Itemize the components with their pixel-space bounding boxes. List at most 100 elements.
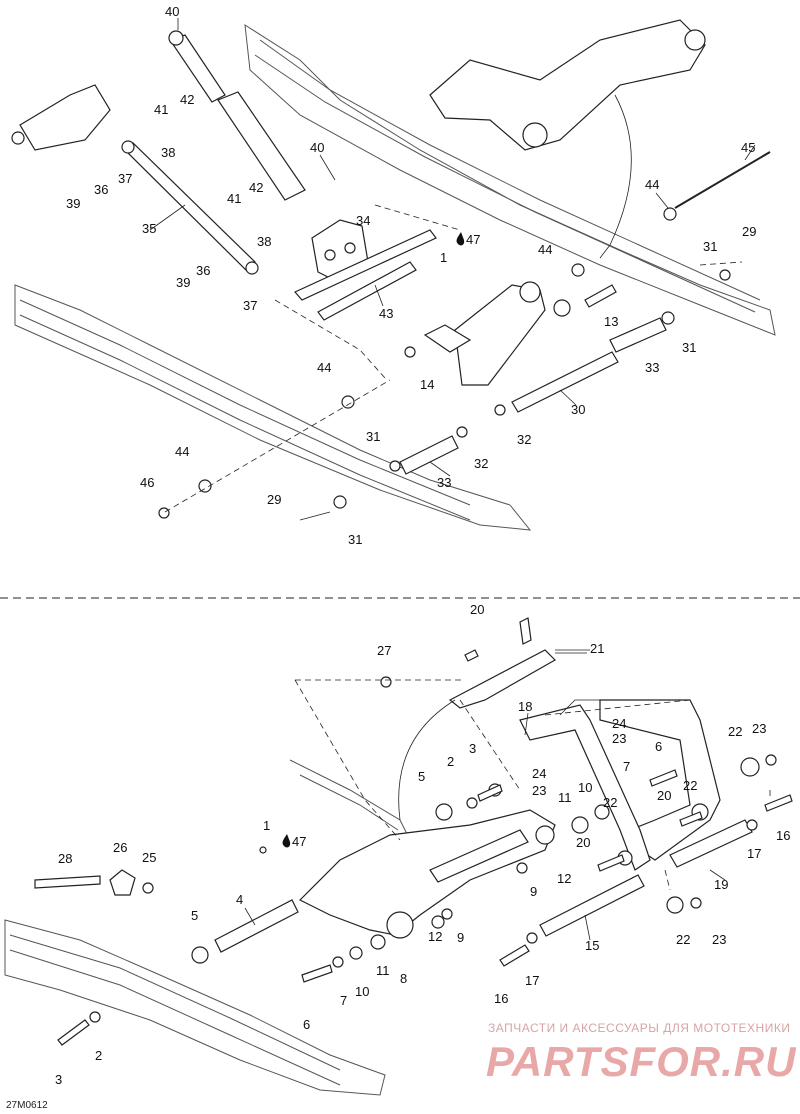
callout-6: 6 [303, 1017, 310, 1032]
callout-12: 12 [428, 929, 442, 944]
callout-38: 38 [257, 234, 271, 249]
callout-39: 39 [176, 275, 190, 290]
callout-22: 22 [603, 795, 617, 810]
callout-47: 47 [292, 834, 306, 849]
callout-16: 16 [776, 828, 790, 843]
callout-43: 43 [379, 306, 393, 321]
callout-29: 29 [267, 492, 281, 507]
callout-10: 10 [578, 780, 592, 795]
callout-5: 5 [191, 908, 198, 923]
callout-26: 26 [113, 840, 127, 855]
callout-31: 31 [703, 239, 717, 254]
rear-arm-assembly [429, 19, 706, 151]
callout-37: 37 [243, 298, 257, 313]
callout-44: 44 [317, 360, 331, 375]
callout-42: 42 [249, 180, 263, 195]
long-rod-45 [674, 151, 771, 209]
callout-15: 15 [585, 938, 599, 953]
callout-29: 29 [742, 224, 756, 239]
callout-24: 24 [612, 716, 626, 731]
callout-47: 47 [466, 232, 480, 247]
callout-6: 6 [655, 739, 662, 754]
callout-2: 2 [447, 754, 454, 769]
callout-16: 16 [494, 991, 508, 1006]
callout-24: 24 [532, 766, 546, 781]
top-assembly [11, 19, 776, 531]
callout-30: 30 [571, 402, 585, 417]
right-slide-rail [244, 24, 776, 336]
callout-3: 3 [469, 741, 476, 756]
watermark-tagline: ЗАПЧАСТИ И АКСЕССУАРЫ ДЛЯ МОТОТЕХНИКИ [488, 1021, 790, 1035]
shaft-28 [34, 875, 101, 889]
callout-19: 19 [714, 877, 728, 892]
watermark: ЗАПЧАСТИ И АКСЕССУАРЫ ДЛЯ МОТОТЕХНИКИ PA… [486, 1021, 797, 1085]
callout-31: 31 [682, 340, 696, 355]
callout-18: 18 [518, 699, 532, 714]
callout-39: 39 [66, 196, 80, 211]
link-bar [124, 142, 256, 271]
callout-labels: 40 41 42 38 40 37 36 39 42 41 45 44 35 3… [55, 4, 790, 1087]
callout-22: 22 [728, 724, 742, 739]
callout-8: 8 [400, 971, 407, 986]
callout-41: 41 [154, 102, 168, 117]
callout-20: 20 [470, 602, 484, 617]
front-arm-bracket [19, 84, 111, 151]
watermark-logo: PARTSFOR.RU [486, 1038, 797, 1085]
callout-28: 28 [58, 851, 72, 866]
callout-11: 11 [558, 790, 572, 805]
callout-38: 38 [161, 145, 175, 160]
grease-drop-icon [282, 232, 465, 848]
callout-35: 35 [142, 221, 156, 236]
callout-27: 27 [377, 643, 391, 658]
callout-9: 9 [530, 884, 537, 899]
callout-23: 23 [532, 783, 546, 798]
tube-15 [539, 874, 645, 937]
callout-22: 22 [676, 932, 690, 947]
callout-32: 32 [474, 456, 488, 471]
callout-41: 41 [227, 191, 241, 206]
callout-44: 44 [175, 444, 189, 459]
callout-11: 11 [376, 963, 390, 978]
callout-23: 23 [712, 932, 726, 947]
front-arm [298, 809, 556, 936]
lower-slide-rail [4, 919, 386, 1096]
callout-42: 42 [180, 92, 194, 107]
callout-45: 45 [741, 140, 755, 155]
callout-14: 14 [420, 377, 434, 392]
callout-10: 10 [355, 984, 369, 999]
callout-25: 25 [142, 850, 156, 865]
diagram-code: 27M0612 [6, 1100, 48, 1111]
callout-40: 40 [165, 4, 179, 19]
callout-1: 1 [440, 250, 447, 265]
spacer-tube-33b [399, 435, 459, 475]
left-slide-rail [14, 284, 532, 531]
callout-23: 23 [612, 731, 626, 746]
callout-36: 36 [196, 263, 210, 278]
callout-7: 7 [340, 993, 347, 1008]
callout-34: 34 [356, 213, 370, 228]
callout-21: 21 [590, 641, 604, 656]
callout-5: 5 [418, 769, 425, 784]
callout-36: 36 [94, 182, 108, 197]
callout-17: 17 [747, 846, 761, 861]
bottom-assembly [4, 617, 793, 1096]
shock-absorber-top [217, 91, 306, 201]
upper-bracket-21 [448, 649, 556, 709]
callout-17: 17 [525, 973, 539, 988]
callout-31: 31 [366, 429, 380, 444]
callout-37: 37 [118, 171, 132, 186]
callout-7: 7 [623, 759, 630, 774]
callout-33: 33 [645, 360, 659, 375]
callout-12: 12 [557, 871, 571, 886]
cross-shaft [294, 229, 437, 301]
callout-46: 46 [140, 475, 154, 490]
callout-4: 4 [236, 892, 243, 907]
callout-44: 44 [538, 242, 552, 257]
callout-31: 31 [348, 532, 362, 547]
callout-22: 22 [683, 778, 697, 793]
tube-4 [214, 899, 299, 953]
callout-20: 20 [576, 835, 590, 850]
callout-1: 1 [263, 818, 270, 833]
spacer-tube-33a [609, 317, 667, 353]
callout-9: 9 [457, 930, 464, 945]
